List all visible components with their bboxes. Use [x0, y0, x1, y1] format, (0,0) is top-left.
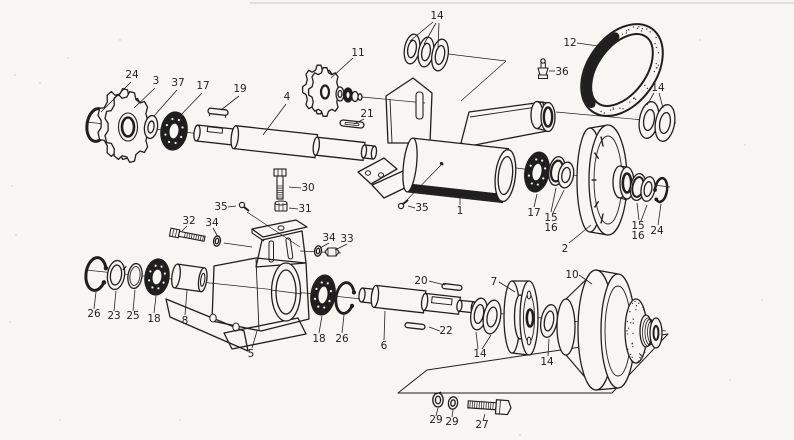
part-label: 19	[233, 83, 246, 95]
part-label: 5	[248, 348, 255, 360]
part-label: 12	[563, 37, 576, 49]
key-20	[441, 283, 463, 291]
part-label: 20	[414, 275, 427, 287]
washer-14-a	[403, 33, 421, 65]
bolt-32	[168, 227, 206, 242]
part-label: 22	[439, 325, 452, 337]
washer-14-d	[638, 101, 660, 139]
washer-14-f	[469, 297, 489, 331]
washer-14-g	[482, 299, 502, 335]
part-label: 29	[429, 414, 442, 426]
pulley-10	[556, 269, 663, 391]
part-label: 24	[650, 225, 664, 237]
bearing-17-mid	[524, 151, 550, 193]
part-label: 21	[360, 108, 373, 120]
ring-25	[127, 262, 143, 290]
part-label: 17	[196, 80, 209, 92]
part-label: 8	[182, 315, 189, 327]
sprocket-3-bore	[120, 116, 136, 138]
grease-nipple-36	[537, 58, 549, 79]
part-label: 15	[631, 220, 644, 232]
shaft-6	[358, 284, 477, 315]
bearing-18-right	[310, 274, 336, 316]
part-label: 1	[457, 205, 464, 217]
ring-16-mid	[557, 161, 575, 189]
disc-2	[576, 124, 635, 236]
leader-lines	[93, 21, 664, 422]
circlip-26-left	[84, 256, 109, 292]
part-label: 36	[555, 66, 569, 78]
part-label: 35	[214, 201, 227, 213]
washer-14-single	[539, 304, 559, 338]
key-22	[404, 322, 426, 330]
part-label: 11	[351, 47, 364, 59]
part-label: 6	[381, 340, 388, 352]
key-19	[207, 107, 229, 118]
part-label: 15	[544, 212, 557, 224]
part-label: 16	[544, 222, 558, 234]
washer-34-left	[212, 235, 222, 247]
pulley-7	[503, 280, 539, 356]
washer-14-e	[654, 104, 676, 142]
paper-noise	[9, 2, 794, 436]
bracket-5	[165, 219, 310, 352]
part-label: 18	[147, 313, 160, 325]
part-label: 17	[527, 207, 540, 219]
washer-37	[143, 114, 159, 140]
part-label: 34	[322, 232, 336, 244]
bearing-17-left	[160, 111, 188, 151]
part-label: 34	[205, 217, 219, 229]
bolt-27	[467, 399, 512, 416]
part-label: 14	[473, 348, 487, 360]
nut-31	[274, 200, 288, 212]
mount-bracket-upright	[385, 77, 433, 144]
part-label: 29	[445, 416, 458, 428]
part-label: 24	[125, 69, 139, 81]
part-label: 23	[107, 310, 120, 322]
part-label: 3	[153, 75, 160, 87]
part-label: 30	[301, 182, 314, 194]
circlip-26-right	[334, 281, 357, 315]
washer-14-b	[417, 36, 435, 68]
part-label: 26	[87, 308, 101, 320]
sprocket-11-bore	[319, 84, 331, 100]
ring-16-right	[640, 176, 656, 202]
part-label: 14	[430, 10, 444, 22]
shaft-4	[193, 124, 378, 162]
housing-1	[402, 137, 517, 204]
pin-35-left	[238, 201, 301, 248]
part-label: 18	[312, 333, 325, 345]
part-label: 26	[335, 333, 349, 345]
hub-ring	[530, 100, 556, 133]
part-label: 2	[562, 243, 569, 255]
part-label: 14	[651, 82, 665, 94]
shaft-stack-11	[335, 86, 363, 103]
washer-14-c	[430, 38, 450, 72]
mounting-plane	[397, 333, 669, 394]
bolt-30	[273, 168, 287, 200]
ring-23	[106, 259, 127, 291]
part-label: 33	[340, 233, 353, 245]
part-label: 32	[182, 215, 195, 227]
part-label: 16	[631, 230, 645, 242]
washer-34-right	[313, 245, 323, 257]
part-label: 37	[171, 77, 184, 89]
part-label: 7	[491, 276, 498, 288]
circlip-24-right	[653, 176, 669, 204]
part-label: 31	[298, 203, 311, 215]
part-label: 35	[415, 202, 428, 214]
part-label: 10	[565, 269, 578, 281]
part-label: 14	[540, 356, 554, 368]
bearing-18-left	[144, 258, 170, 296]
screw-35-right	[397, 162, 444, 210]
belt-12	[580, 23, 664, 117]
washer-29	[447, 396, 459, 410]
part-label: 27	[475, 419, 488, 431]
part-label: 25	[126, 310, 139, 322]
spring-washer-29	[432, 391, 444, 408]
part-label: 4	[284, 91, 291, 103]
spacer-8	[171, 263, 208, 293]
